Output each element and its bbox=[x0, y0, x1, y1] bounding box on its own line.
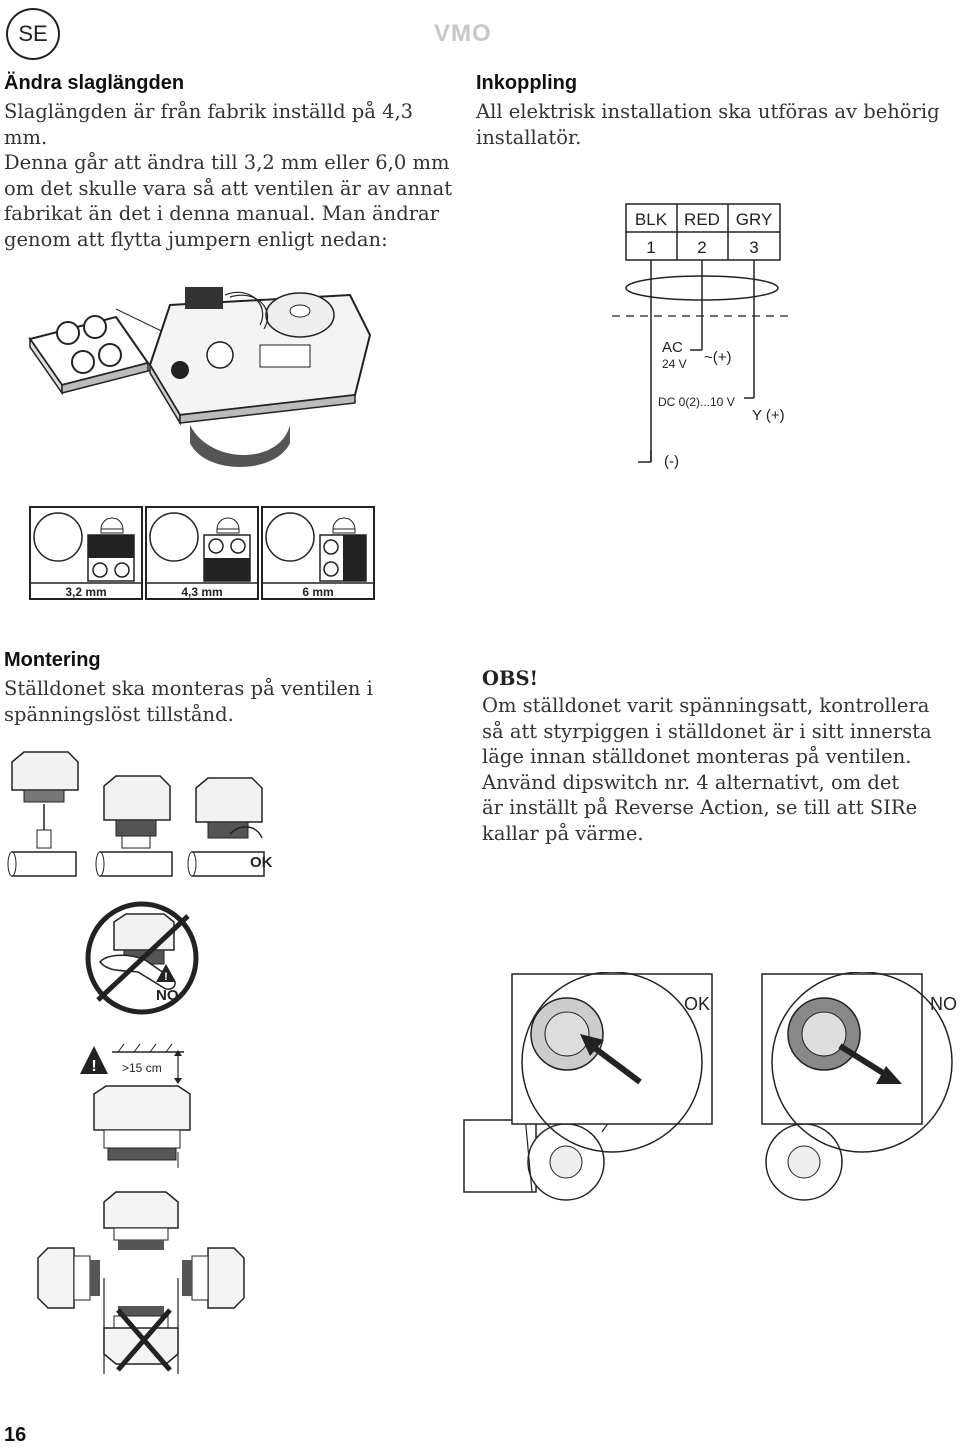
obs-text: Om ställdonet varit spänningsatt, kontro… bbox=[482, 693, 952, 846]
terminal-number: 2 bbox=[697, 238, 706, 257]
wire-color-label: RED bbox=[684, 210, 720, 229]
mounting-step-2 bbox=[95, 775, 173, 877]
jumper-positions: 3,2 mm 4,3 mm 6 mm bbox=[29, 506, 375, 600]
ac-voltage-label: 24 V bbox=[662, 357, 687, 371]
ground-label: (-) bbox=[664, 453, 679, 470]
wiring-text: All elektrisk installation ska utföras a… bbox=[476, 99, 956, 150]
jumper-label: 6 mm bbox=[302, 585, 333, 599]
ok-label: OK bbox=[684, 994, 710, 1014]
stroke-line: genom att flytta jumpern enligt nedan: bbox=[4, 227, 388, 251]
clearance-illustration: ! >15 cm bbox=[80, 1043, 191, 1168]
obs-line: är inställt på Reverse Action, se till a… bbox=[482, 796, 918, 819]
obs-line: Använd dipswitch nr. 4 alternativt, om d… bbox=[482, 770, 900, 794]
signal-range-label: DC 0(2)...10 V bbox=[658, 395, 735, 409]
mounting-step-3: OK bbox=[187, 777, 273, 877]
page-number: 16 bbox=[4, 1424, 27, 1446]
actuator-horizontal-left bbox=[37, 1247, 100, 1309]
jumper-position-3-2: 3,2 mm bbox=[29, 506, 143, 600]
warning-icon: ! bbox=[80, 1046, 108, 1075]
jumper-position-6: 6 mm bbox=[261, 506, 375, 600]
stroke-line: Slaglängden är från fabrik inställd på 4… bbox=[4, 100, 414, 149]
jumper-zoom-icon bbox=[28, 308, 179, 396]
language-badge: SE bbox=[6, 8, 60, 60]
mounting-text: Ställdonet ska monteras på ventilen i sp… bbox=[4, 676, 444, 727]
obs-line: så att styrpiggen i ställdonet är i sitt… bbox=[482, 719, 932, 743]
stroke-line: Denna går att ändra till 3,2 mm eller 6,… bbox=[4, 151, 450, 174]
actuator-jumper-illustration bbox=[28, 287, 372, 467]
terminal-number: 3 bbox=[749, 238, 758, 257]
stroke-line: om det skulle vara så att ventilen är av… bbox=[4, 176, 453, 200]
actuator-horizontal-right bbox=[182, 1247, 245, 1309]
brand-logo: VMO bbox=[434, 20, 492, 47]
wiring-line: installatör. bbox=[476, 125, 582, 149]
orientation-illustration bbox=[37, 1191, 245, 1374]
control-pin-illustration: OK NO bbox=[463, 972, 957, 1201]
wire-color-label: GRY bbox=[736, 210, 773, 229]
clearance-label: >15 cm bbox=[122, 1061, 162, 1075]
no-label: NO bbox=[930, 994, 957, 1014]
wiring-line: All elektrisk installation ska utföras a… bbox=[476, 100, 940, 123]
obs-line: kallar på värme. bbox=[482, 821, 644, 845]
ac-label: AC bbox=[662, 339, 683, 356]
actuator-upright bbox=[103, 1191, 179, 1250]
wiring-heading: Inkoppling bbox=[476, 72, 578, 94]
stroke-text: Slaglängden är från fabrik inställd på 4… bbox=[4, 99, 454, 252]
stroke-heading: Ändra slaglängden bbox=[4, 72, 185, 94]
pin-check-ok: OK bbox=[463, 972, 713, 1201]
mounting-line: Ställdonet ska monteras på ventilen i bbox=[4, 677, 373, 700]
mounting-steps-illustration: OK bbox=[7, 751, 273, 877]
signal-label: Y (+) bbox=[752, 407, 785, 424]
svg-text:!: ! bbox=[91, 1058, 96, 1075]
warning-icon: ! bbox=[156, 964, 176, 983]
jumper-position-4-3: 4,3 mm bbox=[145, 506, 259, 600]
pin-check-no: NO bbox=[761, 972, 957, 1201]
actuator-open-housing bbox=[148, 287, 372, 467]
stroke-line: fabrikat än det i denna manual. Man ändr… bbox=[4, 202, 439, 225]
mounting-line: spänningslöst tillstånd. bbox=[4, 702, 234, 726]
obs-line: Om ställdonet varit spänningsatt, kontro… bbox=[482, 694, 930, 717]
terminal-number: 1 bbox=[646, 238, 655, 257]
ok-label: OK bbox=[250, 854, 273, 871]
ac-polarity-label: ~(+) bbox=[704, 349, 732, 366]
obs-heading: OBS! bbox=[482, 667, 539, 690]
jumper-label: 4,3 mm bbox=[181, 585, 222, 599]
svg-text:!: ! bbox=[164, 971, 168, 983]
wiring-diagram: BLK RED GRY 1 2 3 AC 24 V ~(+) DC 0(2)..… bbox=[612, 203, 790, 470]
no-label: NO bbox=[156, 987, 179, 1004]
wire-color-label: BLK bbox=[635, 210, 668, 229]
mounting-heading: Montering bbox=[4, 649, 101, 671]
mounting-step-1 bbox=[7, 751, 79, 877]
obs-line: läge innan ställdonet monteras på ventil… bbox=[482, 745, 912, 768]
jumper-label: 3,2 mm bbox=[65, 585, 106, 599]
no-wrench-illustration: ! NO bbox=[85, 901, 199, 1015]
